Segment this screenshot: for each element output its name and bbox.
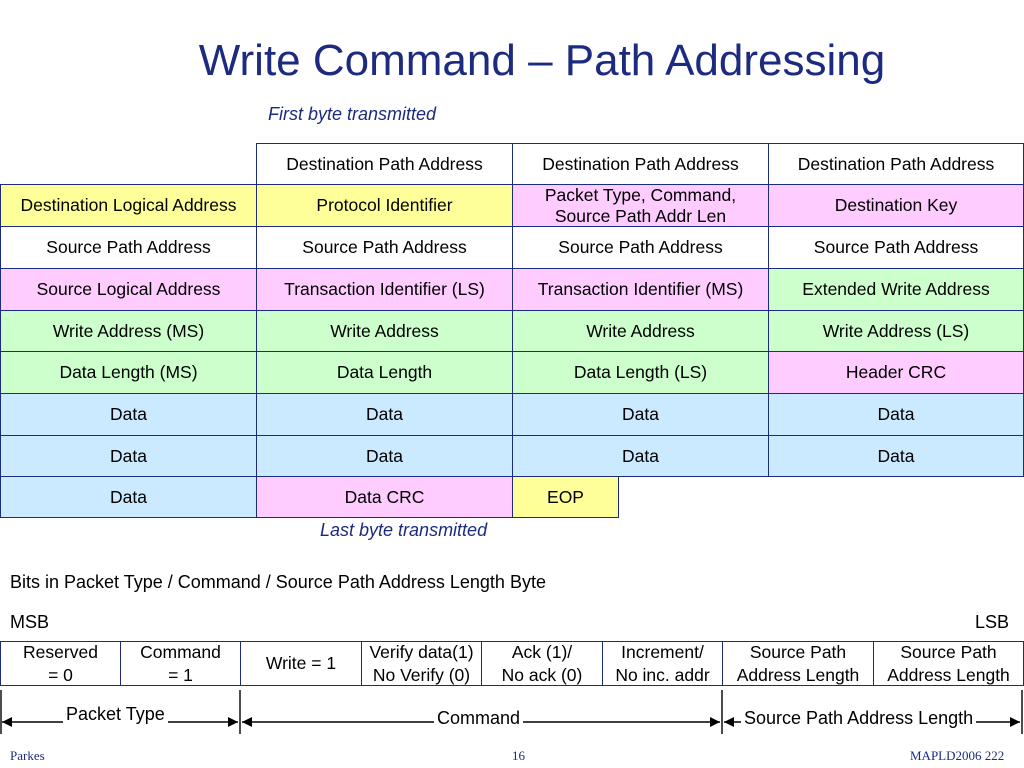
packet-cell: Data Length <box>256 351 513 394</box>
msb-label: MSB <box>10 612 50 632</box>
source-path-length-range-label: Source Path Address Length <box>741 708 977 729</box>
bit-cell: Source Path Address Length <box>722 641 874 686</box>
packet-cell: Destination Path Address <box>256 143 513 185</box>
packet-cell: Protocol Identifier <box>256 184 513 227</box>
packet-cell: Data <box>512 393 769 436</box>
packet-cell: Data <box>256 393 513 436</box>
bit-cell: Command = 1 <box>120 641 241 686</box>
last-byte-note: Last byte transmitted <box>320 520 488 540</box>
packet-cell: Source Path Address <box>256 226 513 269</box>
packet-cell: Source Path Address <box>0 226 257 269</box>
packet-cell: Source Logical Address <box>0 268 257 311</box>
packet-cell: Transaction Identifier (LS) <box>256 268 513 311</box>
packet-cell: Source Path Address <box>512 226 769 269</box>
packet-cell: Transaction Identifier (MS) <box>512 268 769 311</box>
bit-cell: Increment/ No inc. addr <box>602 641 723 686</box>
packet-cell: Data <box>768 435 1024 477</box>
bit-cell: Verify data(1) No Verify (0) <box>361 641 482 686</box>
packet-cell: Header CRC <box>768 351 1024 394</box>
packet-cell: Write Address (LS) <box>768 310 1024 352</box>
packet-type-range-label: Packet Type <box>63 704 168 725</box>
packet-cell: Packet Type, Command, Source Path Addr L… <box>512 184 769 227</box>
bit-cell: Reserved = 0 <box>0 641 121 686</box>
packet-cell: Destination Path Address <box>768 143 1024 185</box>
packet-cell: Data <box>256 435 513 477</box>
packet-cell: Data CRC <box>256 476 513 518</box>
packet-cell: Write Address <box>256 310 513 352</box>
packet-cell: Data <box>0 476 257 518</box>
first-byte-note: First byte transmitted <box>268 104 437 124</box>
packet-cell: Data <box>512 435 769 477</box>
footer-author: Parkes <box>10 748 45 763</box>
packet-cell: Data Length (MS) <box>0 351 257 394</box>
footer-event: MAPLD2006 222 <box>910 748 1005 763</box>
packet-cell: Write Address (MS) <box>0 310 257 352</box>
bit-cell: Write = 1 <box>240 641 362 686</box>
bit-cell: Ack (1)/ No ack (0) <box>481 641 603 686</box>
packet-cell: Data <box>0 435 257 477</box>
command-range-label: Command <box>434 708 524 729</box>
packet-cell: Destination Key <box>768 184 1024 227</box>
packet-cell: Source Path Address <box>768 226 1024 269</box>
packet-cell: Write Address <box>512 310 769 352</box>
bits-caption: Bits in Packet Type / Command / Source P… <box>10 572 546 592</box>
slide-title: Write Command – Path Addressing <box>198 36 886 85</box>
packet-cell: Data <box>768 393 1024 436</box>
bit-cell: Source Path Address Length <box>873 641 1024 686</box>
packet-cell: Extended Write Address <box>768 268 1024 311</box>
packet-cell: Data Length (LS) <box>512 351 769 394</box>
eop-cell: EOP <box>512 476 619 518</box>
packet-cell: Destination Logical Address <box>0 184 257 227</box>
packet-cell: Data <box>0 393 257 436</box>
packet-cell: Destination Path Address <box>512 143 769 185</box>
footer-page-number: 16 <box>512 748 525 763</box>
lsb-label: LSB <box>975 612 1010 632</box>
